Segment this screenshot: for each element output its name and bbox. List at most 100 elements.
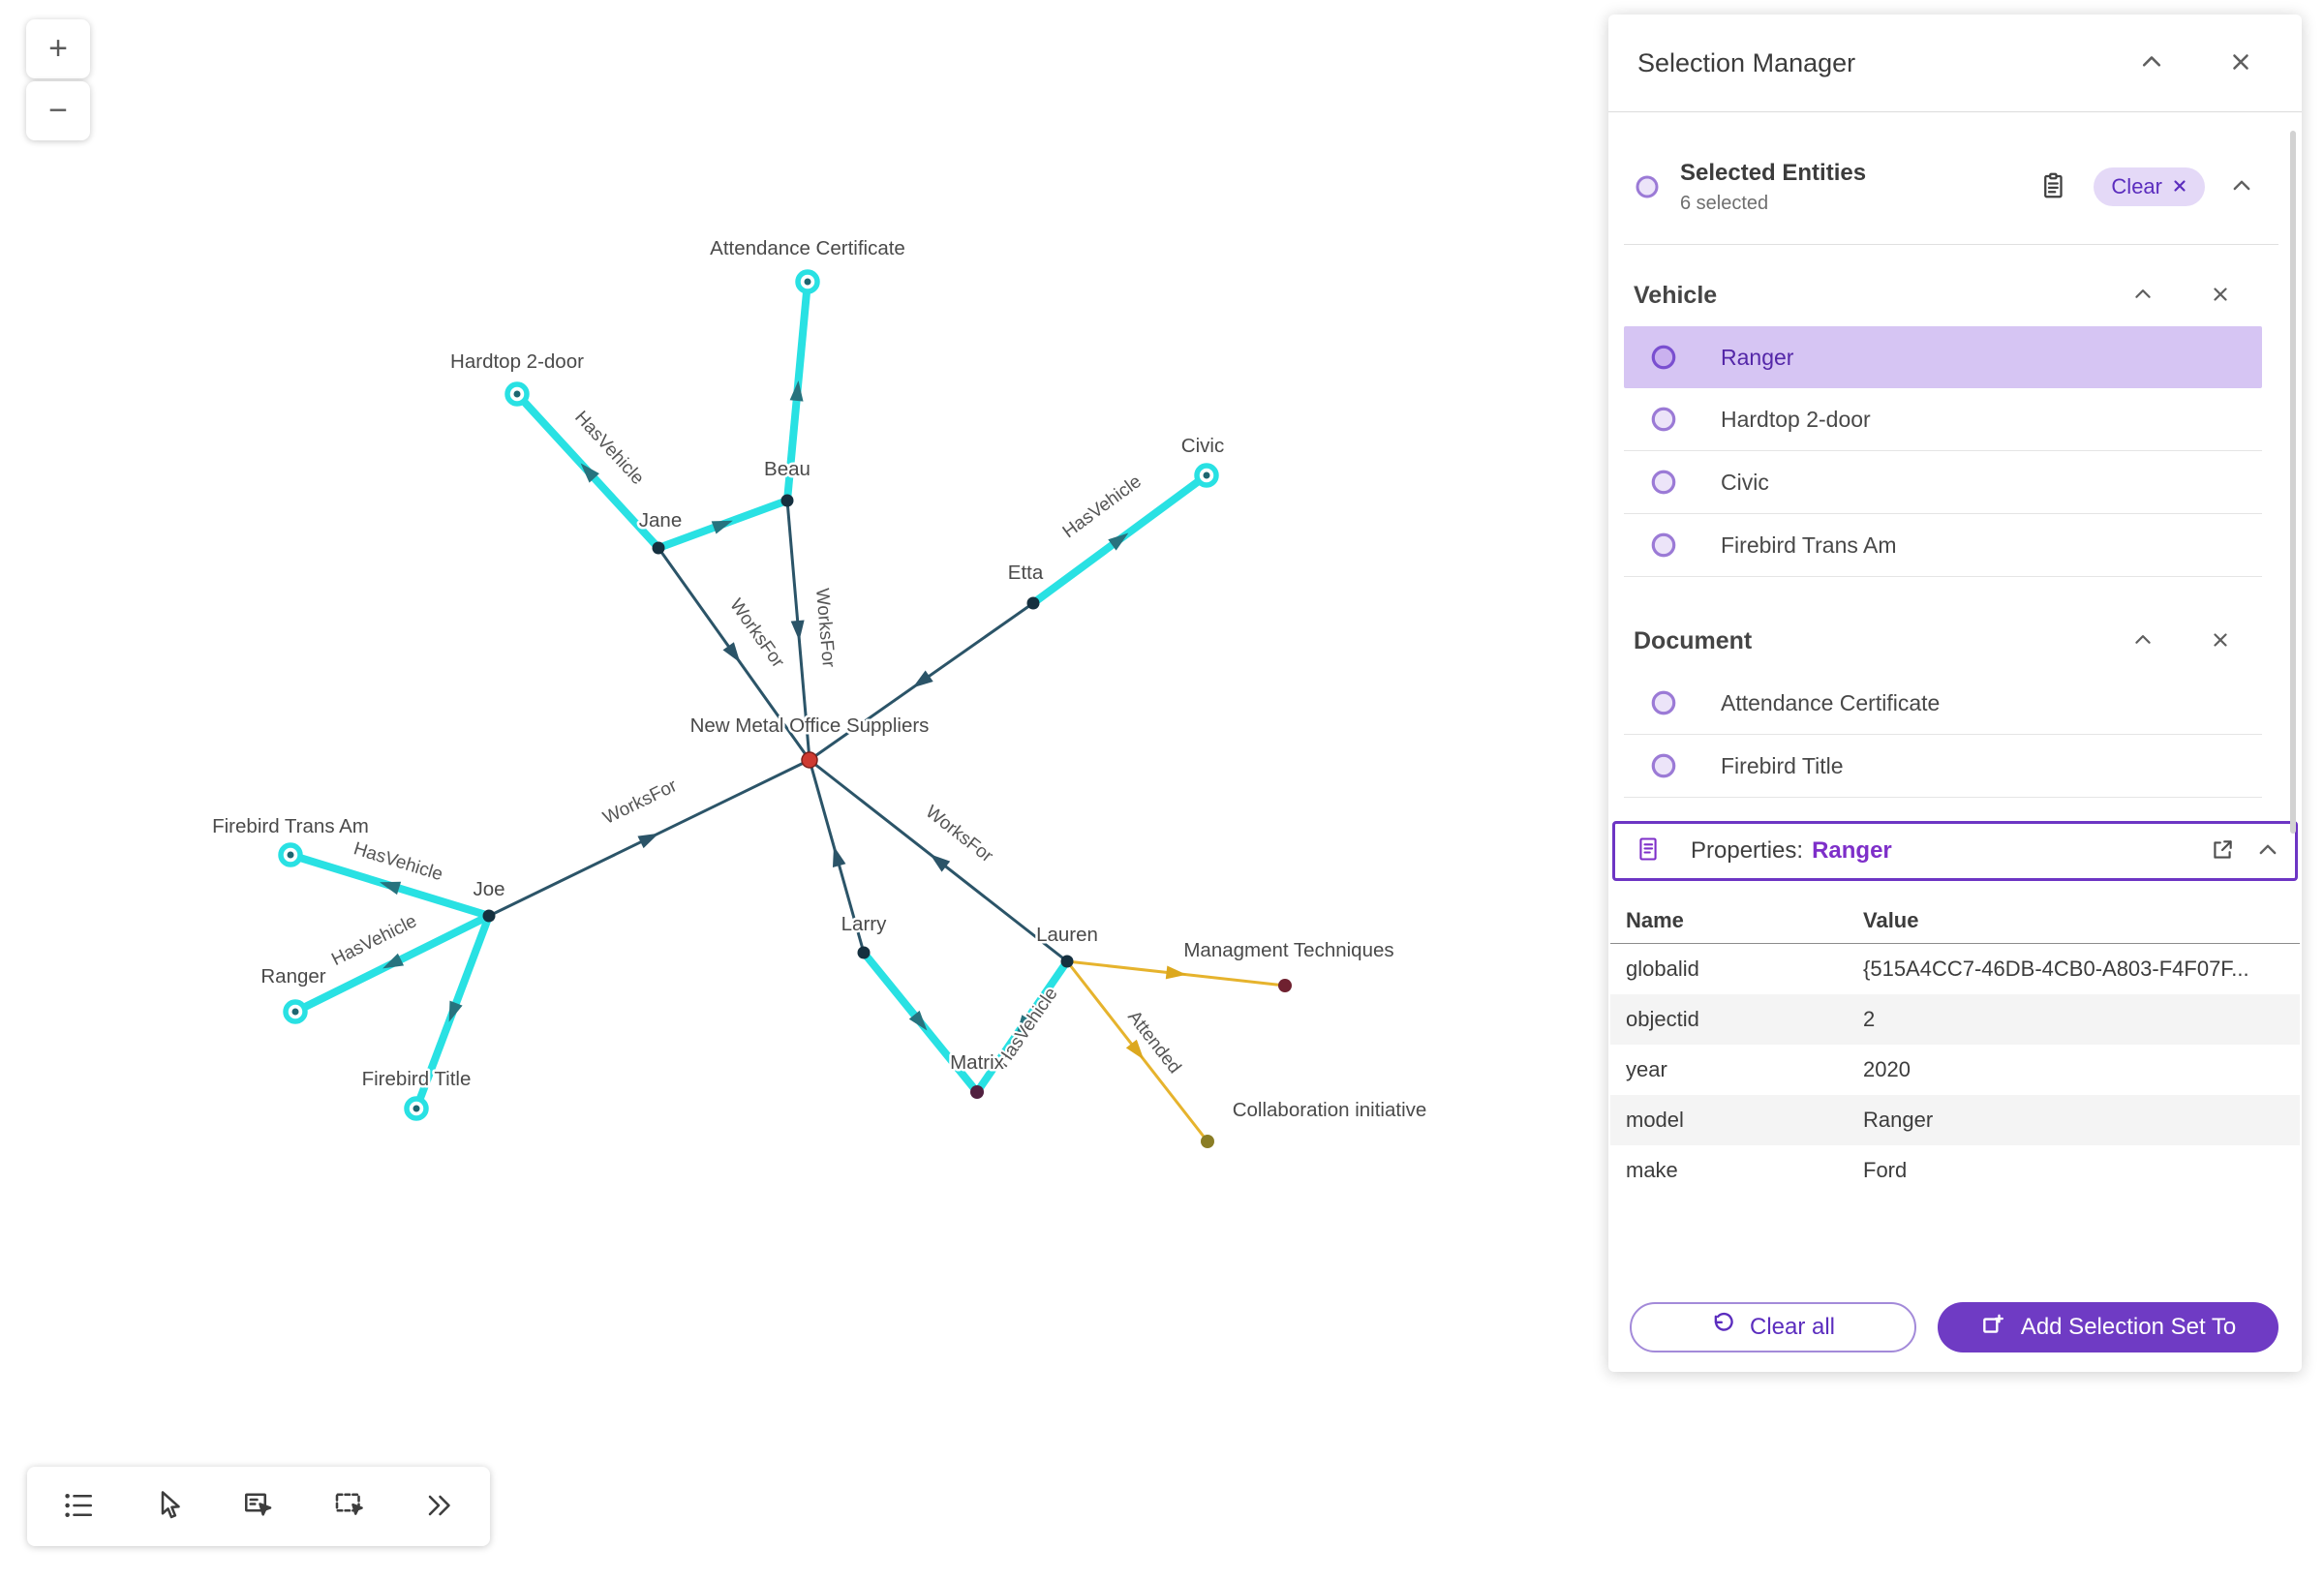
entity-circle-icon: [1649, 688, 1678, 717]
close-icon: [2210, 629, 2231, 653]
selected-entities-collapse-button[interactable]: [2230, 174, 2253, 200]
clear-x-icon: [2172, 174, 2187, 199]
double-chevron-icon: [421, 1488, 456, 1526]
entity-row-hardtop-2-door[interactable]: Hardtop 2-door: [1624, 388, 2262, 451]
node-label-firebird_ta: Firebird Trans Am: [212, 815, 369, 837]
node-label-attendance: Attendance Certificate: [710, 237, 905, 259]
node-jane[interactable]: [652, 541, 665, 555]
selected-entities-header: Selected Entities 6 selected Clear: [1624, 145, 2278, 228]
property-name: globalid: [1626, 957, 1699, 981]
group-title: Document: [1634, 626, 1753, 654]
entity-row-attendance-certificate[interactable]: Attendance Certificate: [1624, 672, 2262, 735]
add-selection-set-button[interactable]: Add Selection Set To: [1938, 1302, 2278, 1352]
add-selection-label: Add Selection Set To: [2020, 1314, 2237, 1340]
group-title: Vehicle: [1634, 281, 1718, 309]
node-label-hardtop: Hardtop 2-door: [450, 350, 584, 373]
node-beau[interactable]: [780, 494, 794, 507]
node-core: [513, 390, 521, 398]
edge-arrow: [832, 845, 846, 868]
entity-row-civic[interactable]: Civic: [1624, 451, 2262, 514]
entity-label: Firebird Title: [1721, 752, 1844, 778]
node-label-lauren: Lauren: [1036, 924, 1098, 946]
entity-row-firebird-title[interactable]: Firebird Title: [1624, 735, 2262, 798]
properties-header[interactable]: Properties: Ranger: [1612, 821, 2298, 881]
pointer-tool-button[interactable]: [135, 1473, 202, 1540]
node-etta[interactable]: [1026, 596, 1040, 610]
entity-circle-icon: [1649, 531, 1678, 560]
group-close-button[interactable]: [2210, 284, 2231, 308]
node-collab[interactable]: [1201, 1135, 1214, 1148]
node-matrix[interactable]: [970, 1085, 984, 1099]
entity-circle-icon: [1649, 343, 1678, 372]
copy-selection-button[interactable]: [2039, 171, 2068, 203]
panel-collapse-button[interactable]: [2139, 49, 2164, 77]
node-larry[interactable]: [857, 946, 871, 959]
entity-row-ranger[interactable]: Ranger: [1624, 326, 2262, 388]
edge-arrow: [382, 953, 405, 969]
edge-arrow: [908, 1010, 928, 1031]
external-link-icon: [2210, 837, 2235, 866]
node-company[interactable]: [801, 751, 818, 769]
node-mgmt[interactable]: [1278, 979, 1292, 992]
node-label-civic: Civic: [1181, 435, 1224, 457]
property-name: year: [1626, 1057, 1667, 1081]
group-collapse-button[interactable]: [2132, 284, 2154, 308]
open-properties-button[interactable]: [2210, 837, 2235, 866]
properties-entity-name: Ranger: [1812, 837, 1892, 864]
property-value: Ranger: [1863, 1108, 1934, 1132]
edge-label: HasVehicle: [570, 408, 648, 489]
entity-circle-icon: [1649, 468, 1678, 497]
edge-arrow: [580, 463, 599, 483]
edge-arrow: [790, 620, 805, 641]
marquee-select-tool-button[interactable]: [315, 1473, 382, 1540]
group-close-button[interactable]: [2210, 629, 2231, 653]
node-label-ranger: Ranger: [260, 965, 325, 988]
edge-label: WorksFor: [811, 588, 839, 669]
panel-footer: Clear all Add Selection Set To: [1608, 1283, 2302, 1372]
select-features-tool-button[interactable]: [225, 1473, 292, 1540]
property-value: 2: [1863, 1007, 1876, 1031]
entity-label: Civic: [1721, 469, 1769, 495]
list-tool-button[interactable]: [45, 1473, 112, 1540]
node-core: [804, 278, 811, 286]
property-row-year: year 2020: [1610, 1045, 2300, 1095]
close-icon: [2210, 284, 2231, 308]
entity-circle-icon: [1649, 751, 1678, 780]
clear-all-label: Clear all: [1749, 1314, 1836, 1340]
edge-label: HasVehicle: [328, 911, 420, 970]
property-value: 2020: [1863, 1057, 1911, 1081]
panel-close-button[interactable]: [2228, 49, 2253, 77]
node-lauren[interactable]: [1060, 955, 1074, 968]
node-core: [287, 851, 294, 859]
node-label-beau: Beau: [764, 458, 810, 480]
node-label-collab: Collaboration initiative: [1233, 1099, 1427, 1121]
map-toolbar: [27, 1467, 490, 1546]
panel-scrollbar[interactable]: [2290, 131, 2296, 834]
group-header-vehicle: Vehicle: [1634, 280, 2231, 311]
zoom-out-button[interactable]: −: [26, 81, 90, 140]
more-tools-button[interactable]: [405, 1473, 473, 1540]
properties-collapse-button[interactable]: [2256, 838, 2279, 865]
entity-row-firebird-trans-am[interactable]: Firebird Trans Am: [1624, 514, 2262, 577]
node-label-jane: Jane: [639, 509, 682, 532]
entity-circle-icon: [1634, 173, 1661, 200]
box-cursor-icon: [241, 1488, 276, 1526]
chevron-up-icon: [2230, 174, 2253, 200]
properties-table-header: Name Value: [1610, 898, 2300, 944]
column-header-name: Name: [1610, 898, 1855, 944]
edge-arrow: [1165, 965, 1187, 980]
document-list: Attendance Certificate Firebird Title: [1624, 672, 2262, 798]
clear-all-button[interactable]: Clear all: [1630, 1302, 1916, 1352]
node-label-mgmt: Managment Techniques: [1183, 939, 1393, 961]
property-row-model: model Ranger: [1610, 1095, 2300, 1145]
zoom-in-button[interactable]: +: [26, 19, 90, 78]
property-name: model: [1626, 1108, 1684, 1132]
property-name: objectid: [1626, 1007, 1699, 1031]
group-collapse-button[interactable]: [2132, 629, 2154, 653]
close-icon: [2228, 49, 2253, 77]
node-joe[interactable]: [482, 909, 496, 923]
panel-header: Selection Manager: [1608, 15, 2302, 112]
clear-selection-pill[interactable]: Clear: [2094, 167, 2205, 206]
property-row-globalid: globalid {515A4CC7-46DB-4CB0-A803-F4F07F…: [1610, 944, 2300, 995]
